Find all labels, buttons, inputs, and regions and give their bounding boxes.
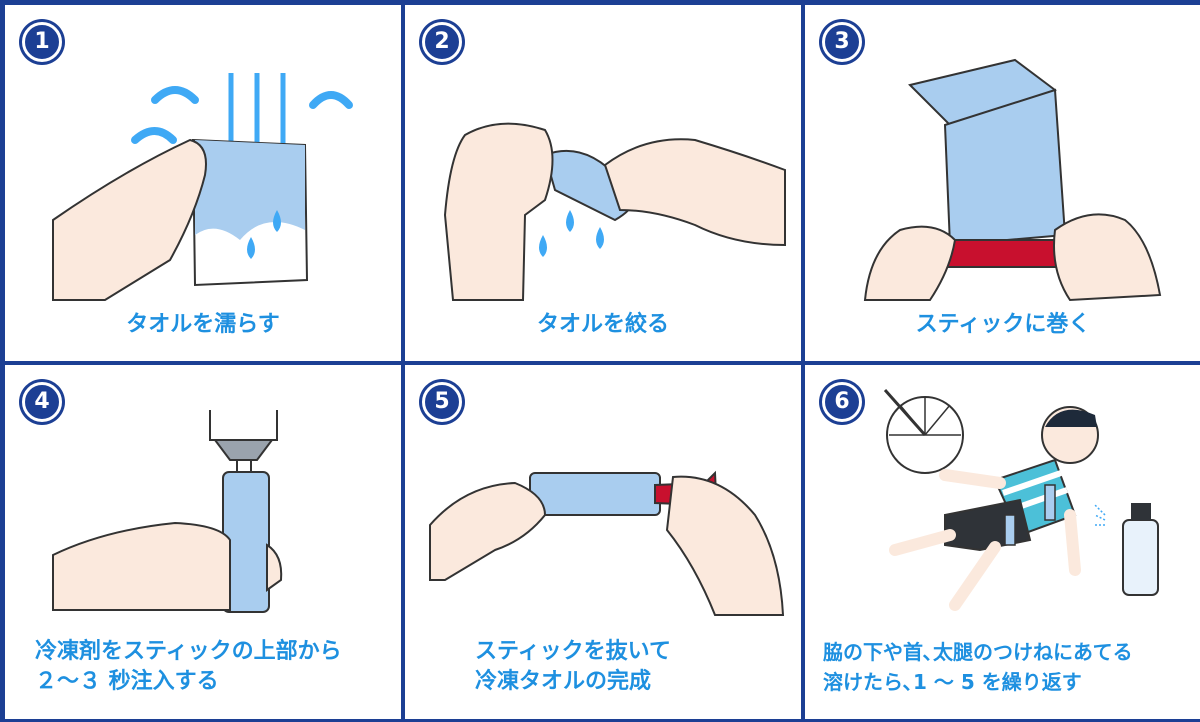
caption-line: 脇の下や首､太腿のつけねにあてる: [823, 640, 1133, 664]
apply-to-body-icon: [883, 389, 1159, 611]
caption-line: ２～３ 秒注入する: [35, 669, 219, 694]
step-panel-3: 3 スティックに巻く: [803, 3, 1200, 363]
caption-line: スティックを抜いて: [475, 639, 672, 664]
caption-line: スティックに巻く: [915, 312, 1091, 337]
caption-line: 冷凍剤をスティックの上部から: [35, 639, 342, 664]
step-caption: スティックに巻く: [805, 310, 1200, 340]
step-number-badge: 3: [822, 22, 862, 62]
step-panel-6: 6: [803, 363, 1200, 721]
step-caption: 冷凍剤をスティックの上部から ２～３ 秒注入する: [35, 637, 401, 697]
step-panel-4: 4 冷凍剤をスティックの上部から ２～３ 秒注入する: [3, 363, 403, 721]
caption-line: タオルを濡らす: [126, 312, 280, 337]
step-panel-1: 1 タオルを濡らす: [3, 3, 403, 363]
caption-line: 溶けたら､1 ～ 5 を繰り返す: [823, 670, 1082, 694]
step-caption: タオルを濡らす: [5, 310, 401, 340]
remove-stick-icon: [429, 470, 785, 616]
step-number-badge: 4: [22, 382, 62, 422]
step-panel-2: 2 タオルを絞る: [403, 3, 803, 363]
step-caption: 脇の下や首､太腿のつけねにあてる 溶けたら､1 ～ 5 を繰り返す: [823, 637, 1200, 697]
inject-coolant-icon: [52, 410, 283, 613]
step-number-badge: 2: [422, 22, 462, 62]
wring-towel-icon: [443, 122, 786, 301]
step-number-badge: 1: [22, 22, 62, 62]
step-number-badge: 6: [822, 382, 862, 422]
caption-line: タオルを絞る: [536, 312, 669, 337]
wet-towel-icon: [52, 73, 353, 301]
caption-line: 冷凍タオルの完成: [475, 669, 652, 694]
step-number-badge: 5: [422, 382, 462, 422]
step-panel-5: 5 スティックを抜いて 冷凍タオルの完成: [403, 363, 803, 721]
wrap-stick-icon: [863, 58, 1162, 302]
step-caption: タオルを絞る: [405, 310, 801, 340]
step-caption: スティックを抜いて 冷凍タオルの完成: [475, 637, 801, 697]
